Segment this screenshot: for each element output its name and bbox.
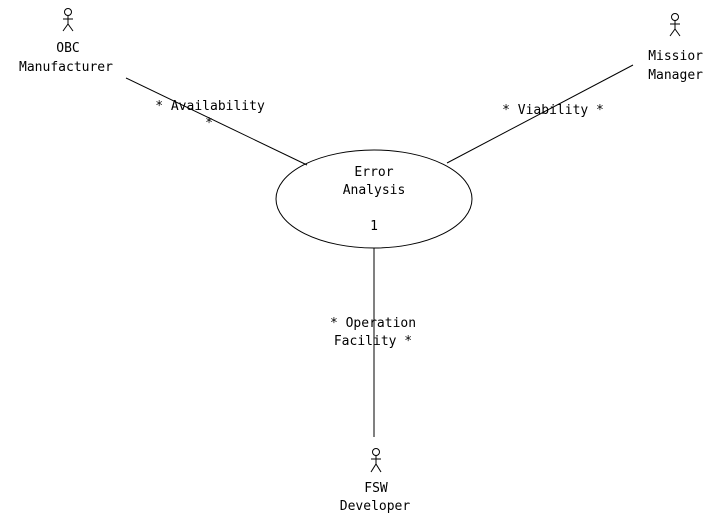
actor-mission-manager[interactable]: Missior Manager: [648, 13, 703, 84]
use-case-name-line1: Error: [354, 165, 393, 180]
association-end-multiplicity-availability: *: [205, 116, 213, 131]
association-label-operation-line2: Facility *: [334, 334, 412, 349]
stick-figure-icon: [370, 448, 382, 473]
association-label-availability: * Availability: [155, 99, 265, 114]
association-label-operation-line1: * Operation: [330, 316, 416, 331]
association-line-obc[interactable]: [125, 77, 308, 166]
actor-name-line2: Manufacturer: [19, 60, 113, 75]
use-case-name-line2: Analysis: [343, 183, 406, 198]
stick-figure-icon: [62, 8, 74, 32]
association-line-mission[interactable]: [446, 64, 634, 164]
actor-name-line1: OBC: [56, 41, 79, 56]
actor-name-line2: Manager: [648, 68, 703, 83]
actor-obc-manufacturer[interactable]: OBC Manufacturer: [19, 8, 113, 76]
use-case-error-analysis[interactable]: Error Analysis 1: [275, 149, 473, 249]
use-case-multiplicity: 1: [370, 219, 378, 234]
stick-figure-icon: [669, 13, 681, 37]
actor-name-line2: Developer: [340, 499, 411, 514]
actor-name-line1: Missior: [648, 49, 703, 64]
actor-fsw-developer[interactable]: FSW Developer: [340, 448, 411, 514]
association-label-viability: * Viability *: [502, 103, 604, 118]
use-case-ellipse[interactable]: [275, 149, 473, 249]
actor-name-line1: FSW: [364, 481, 388, 496]
